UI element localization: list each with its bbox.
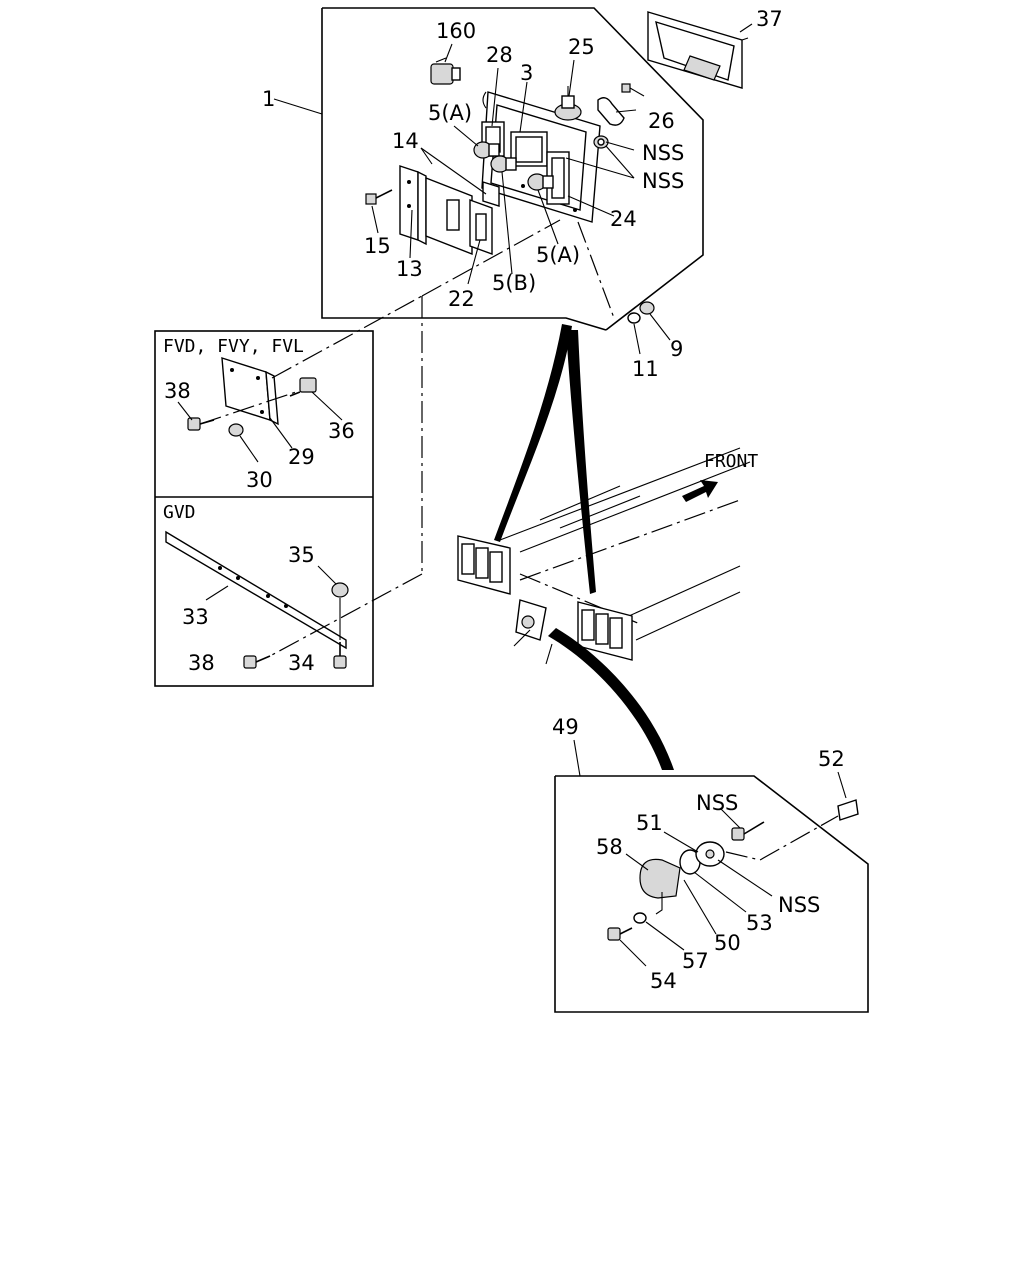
label-24: 24 bbox=[610, 207, 637, 231]
socket-25 bbox=[554, 86, 582, 121]
label-nss-1: NSS bbox=[642, 141, 684, 165]
label-34: 34 bbox=[288, 651, 315, 675]
label-30: 30 bbox=[246, 468, 273, 492]
label-52: 52 bbox=[818, 747, 845, 771]
variant-box bbox=[154, 330, 374, 687]
label-51: 51 bbox=[636, 811, 663, 835]
label-38-b: 38 bbox=[188, 651, 215, 675]
label-22: 22 bbox=[448, 287, 475, 311]
label-58: 58 bbox=[596, 835, 623, 859]
bracket-29 bbox=[177, 357, 343, 463]
lens-and-gasket bbox=[399, 165, 500, 256]
label-28: 28 bbox=[486, 43, 513, 67]
cover-37 bbox=[647, 11, 749, 89]
label-53: 53 bbox=[746, 911, 773, 935]
stay-33 bbox=[165, 530, 349, 669]
clip-26 bbox=[597, 83, 645, 126]
box-links bbox=[269, 295, 423, 657]
label-57: 57 bbox=[682, 949, 709, 973]
label-3: 3 bbox=[520, 61, 533, 85]
main-leaders bbox=[371, 23, 753, 355]
front-label: FRONT bbox=[704, 451, 758, 472]
label-38-a: 38 bbox=[164, 379, 191, 403]
label-29: 29 bbox=[288, 445, 315, 469]
arrow-icon bbox=[682, 480, 718, 502]
grommet-nss bbox=[593, 135, 609, 149]
label-160: 160 bbox=[436, 19, 476, 43]
label-11: 11 bbox=[632, 357, 659, 381]
screw-15 bbox=[365, 189, 393, 205]
part-labels: 1 160 28 3 25 37 26 NSS NSS 5(A) 14 15 1… bbox=[163, 7, 845, 993]
label-1: 1 bbox=[262, 87, 275, 111]
label-5a-2: 5(A) bbox=[536, 243, 580, 267]
connector-160 bbox=[430, 57, 461, 85]
label-54: 54 bbox=[650, 969, 677, 993]
label-14: 14 bbox=[392, 129, 419, 153]
callout-curves bbox=[494, 324, 674, 770]
label-33: 33 bbox=[182, 605, 209, 629]
vehicle-frame bbox=[457, 447, 751, 665]
tail-lamp-housing bbox=[481, 91, 601, 223]
main-assembly-frame bbox=[273, 7, 704, 331]
label-9: 9 bbox=[670, 337, 683, 361]
label-5b: 5(B) bbox=[492, 271, 536, 295]
label-35: 35 bbox=[288, 543, 315, 567]
lower-box-title: GVD bbox=[163, 502, 196, 523]
label-5a-1: 5(A) bbox=[428, 101, 472, 125]
washer-nut bbox=[627, 301, 655, 324]
label-37: 37 bbox=[756, 7, 783, 31]
label-13: 13 bbox=[396, 257, 423, 281]
upper-box-title: FVD, FVY, FVL bbox=[163, 336, 304, 357]
label-36: 36 bbox=[328, 419, 355, 443]
label-25: 25 bbox=[568, 35, 595, 59]
label-49: 49 bbox=[552, 715, 579, 739]
label-nss-4: NSS bbox=[778, 893, 820, 917]
bulbs bbox=[473, 141, 554, 191]
label-nss-2: NSS bbox=[642, 169, 684, 193]
label-nss-3: NSS bbox=[696, 791, 738, 815]
label-15: 15 bbox=[364, 234, 391, 258]
label-26: 26 bbox=[648, 109, 675, 133]
license-lamp-parts bbox=[607, 771, 859, 967]
label-50: 50 bbox=[714, 931, 741, 955]
license-lamp-box bbox=[554, 739, 869, 1013]
